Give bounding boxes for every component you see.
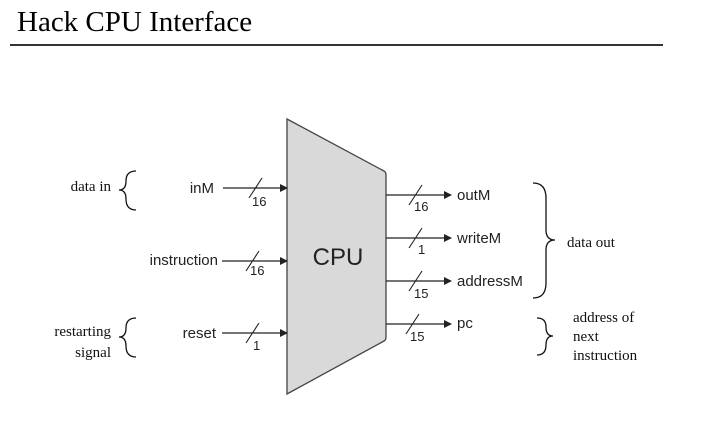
output-addressM-width: 15 [414, 286, 428, 301]
restarting-brace [118, 317, 137, 358]
input-reset-label: reset [183, 325, 217, 342]
output-pc-label: pc [457, 315, 473, 332]
output-pc-width: 15 [410, 329, 424, 344]
input-instruction-label: instruction [150, 252, 218, 269]
address-annotation-line2: next [573, 329, 600, 345]
input-instruction-bus-slash [245, 250, 260, 272]
cpu-block [286, 117, 387, 396]
input-inM-bus-slash [248, 177, 263, 199]
input-inM-width: 16 [252, 194, 266, 209]
input-instruction-width: 16 [250, 263, 264, 278]
output-writeM-bus-slash [408, 227, 423, 249]
address-brace [536, 317, 554, 356]
output-addressM-label: addressM [457, 273, 523, 290]
address-annotation-line1: address of [573, 310, 634, 326]
data-in-annotation: data in [71, 179, 112, 195]
address-annotation-line3: instruction [573, 348, 638, 364]
input-reset-bus-slash [245, 322, 260, 344]
output-writeM-label: writeM [456, 230, 501, 247]
output-writeM-width: 1 [418, 242, 425, 257]
cpu-label: CPU [313, 244, 364, 271]
output-pc-bus-slash [405, 313, 420, 335]
data-in-brace [118, 170, 137, 211]
output-outM-width: 16 [414, 199, 428, 214]
page-title: Hack CPU Interface [17, 6, 253, 38]
output-outM-label: outM [457, 187, 490, 204]
restarting-annotation-line1: restarting [54, 324, 111, 340]
input-inM-label: inM [190, 180, 214, 197]
data-out-brace [532, 182, 556, 299]
output-addressM-bus-slash [408, 270, 423, 292]
restarting-annotation-line2: signal [75, 345, 111, 361]
input-reset-width: 1 [253, 338, 260, 353]
data-out-annotation: data out [567, 235, 616, 251]
output-outM-bus-slash [408, 184, 423, 206]
title-underline [10, 44, 663, 46]
